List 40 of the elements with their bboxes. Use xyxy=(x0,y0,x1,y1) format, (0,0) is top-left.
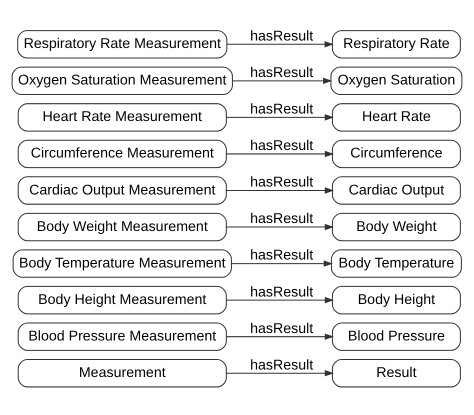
node-box: Blood Pressure Measurement xyxy=(18,322,227,350)
node-box: Heart Rate Measurement xyxy=(18,102,227,132)
edge-label: hasResult xyxy=(250,284,314,300)
edge-label: hasResult xyxy=(250,356,314,373)
edge-label: hasResult xyxy=(250,28,314,44)
edge-label: hasResult xyxy=(250,64,314,80)
node-box: Heart Rate xyxy=(332,102,461,132)
node-box: Body Weight xyxy=(332,212,461,241)
node-box: Respiratory Rate xyxy=(332,30,461,58)
node-box: Body Height xyxy=(332,285,461,314)
arrow xyxy=(226,370,334,376)
node-box: Oxygen Saturation xyxy=(330,66,462,95)
node-box: Body Height Measurement xyxy=(18,285,227,314)
edge-label: hasResult xyxy=(250,101,314,118)
node-box: Circumference xyxy=(332,139,461,168)
arrow xyxy=(232,260,333,266)
edge-label: hasResult xyxy=(250,210,314,227)
node-box: Body Temperature Measurement xyxy=(12,248,232,278)
edge-label: hasResult xyxy=(250,320,314,336)
node-box: Measurement xyxy=(18,358,227,387)
edge-label: hasResult xyxy=(250,138,314,154)
arrow xyxy=(226,150,334,157)
arrow xyxy=(226,40,334,47)
node-box: Respiratory Rate Measurement xyxy=(17,30,228,58)
arrow xyxy=(232,77,332,84)
node-box: Body Weight Measurement xyxy=(18,212,227,241)
node-box: Cardiac Output xyxy=(332,176,461,204)
node-box: Blood Pressure xyxy=(332,322,461,350)
edge-label: hasResult xyxy=(250,174,314,190)
arrow xyxy=(226,332,334,340)
arrow xyxy=(226,114,334,120)
arrow xyxy=(226,186,334,194)
node-box: Cardiac Output Measurement xyxy=(18,176,227,204)
node-box: Result xyxy=(332,358,461,387)
node-box: Body Temperature xyxy=(330,248,462,278)
node-box: Circumference Measurement xyxy=(18,139,227,168)
edge-label: hasResult xyxy=(250,247,314,264)
arrow xyxy=(226,223,334,230)
node-box: Oxygen Saturation Measurement xyxy=(12,66,233,95)
arrow xyxy=(226,296,334,303)
